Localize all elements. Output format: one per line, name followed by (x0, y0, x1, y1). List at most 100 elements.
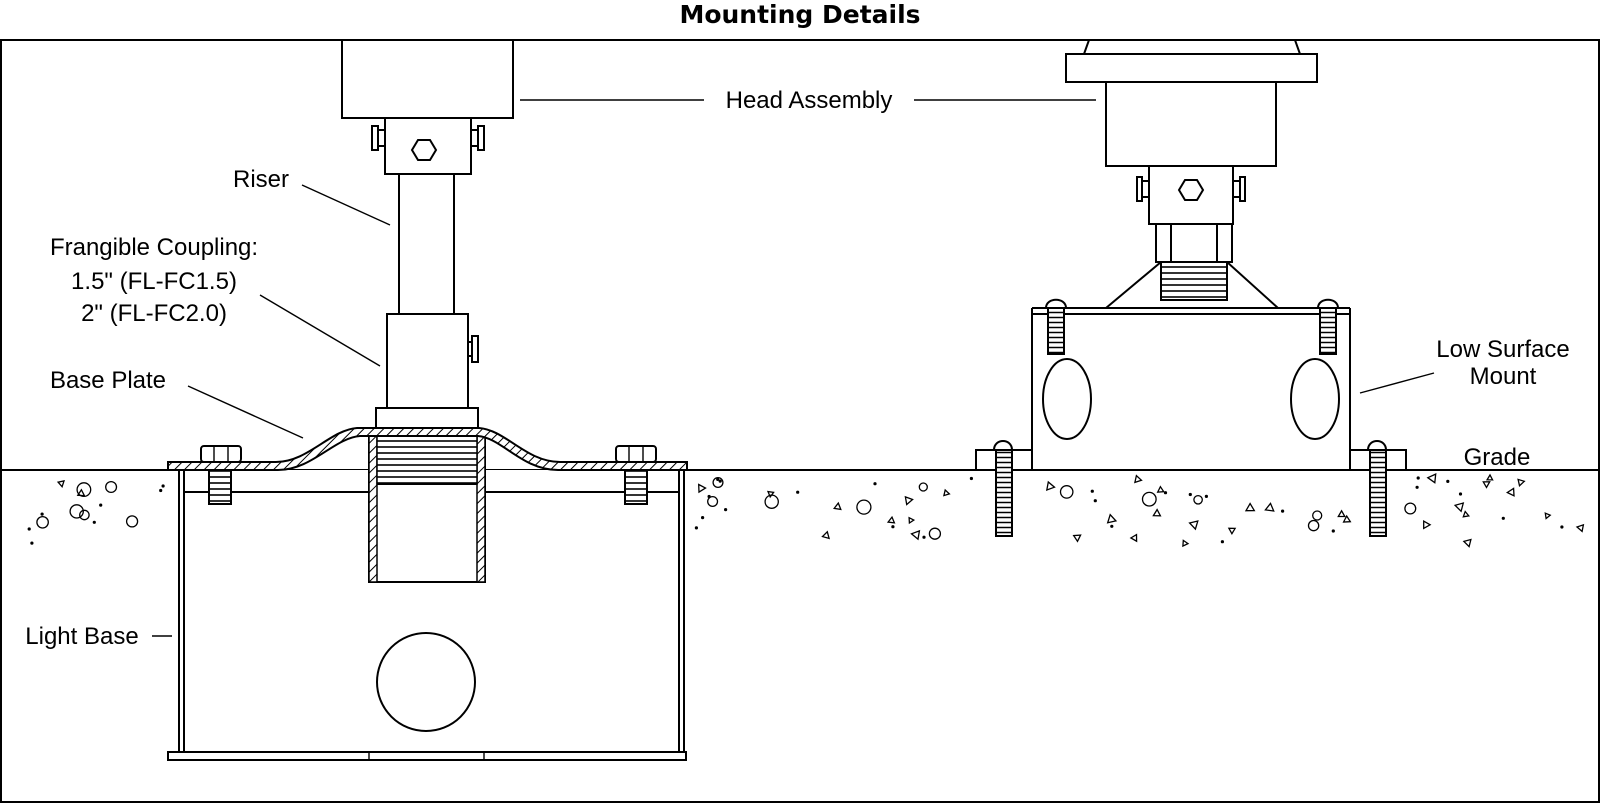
base-plate-bolt-right (615, 445, 657, 505)
frangible-coupling (386, 313, 479, 409)
label-head-assembly: Head Assembly (726, 87, 893, 114)
leader-lines (152, 99, 1435, 637)
aggregate-chip (1423, 519, 1432, 530)
mount-top-screw-right (1316, 298, 1340, 355)
base-plate (167, 427, 688, 471)
aggregate-grain (718, 479, 722, 483)
aggregate-grain (159, 488, 163, 493)
aggregate-grain (99, 503, 103, 507)
base-plate-bolt-left (200, 445, 242, 505)
aggregate-chip (1462, 510, 1471, 518)
label-low-surface-mount-1: Low Surface (1436, 336, 1569, 363)
aggregate-chip (1129, 533, 1138, 543)
label-low-surface-mount-2: Mount (1470, 363, 1537, 390)
aggregate-grain (969, 476, 974, 481)
aggregate-chip (821, 530, 831, 540)
aggregate-chip (910, 529, 921, 541)
aggregate-grain (30, 541, 34, 545)
aggregate-chip (76, 488, 86, 497)
head-assembly-right (1065, 39, 1318, 225)
aggregate-texture (27, 473, 1585, 548)
aggregate-chip (1482, 481, 1491, 489)
aggregate-pebble (712, 476, 724, 489)
label-grade: Grade (1464, 444, 1531, 471)
aggregate-chip (1045, 480, 1056, 492)
aggregate-grain (694, 526, 699, 530)
aggregate-pebble (105, 480, 118, 494)
label-coupling-option-1: 1.5" (FL-FC1.5) (71, 268, 237, 295)
aggregate-grain (1090, 489, 1094, 493)
aggregate-grain (724, 508, 728, 512)
label-coupling-option-2: 2" (FL-FC2.0) (81, 300, 227, 327)
mount-oval-left (1042, 358, 1092, 440)
label-riser: Riser (233, 166, 289, 193)
anchor-screw-right (1366, 440, 1388, 537)
aggregate-grain (1416, 476, 1420, 480)
aggregate-chip (943, 488, 951, 497)
coupling-collar (375, 407, 479, 429)
aggregate-grain (1093, 499, 1097, 503)
aggregate-pebble (764, 494, 779, 509)
aggregate-chip (1152, 508, 1162, 517)
head-assembly-left (341, 39, 514, 175)
aggregate-pebble (1307, 519, 1320, 532)
aggregate-chip (1134, 474, 1143, 484)
aggregate-pebble (928, 527, 942, 540)
aggregate-chip (904, 495, 914, 506)
aggregate-pebble (36, 515, 49, 529)
aggregate-grain (1560, 525, 1564, 529)
aggregate-chip (1072, 534, 1082, 543)
riser (398, 173, 455, 315)
aggregate-pebble (707, 495, 719, 508)
mount-top-screw-left (1044, 298, 1068, 355)
aggregate-grain (161, 484, 165, 488)
aggregate-grain (40, 512, 44, 516)
aggregate-grain (1204, 494, 1208, 498)
aggregate-chip (833, 501, 842, 511)
label-light-base: Light Base (25, 623, 138, 650)
aggregate-grain (1188, 492, 1192, 497)
aggregate-grain (1110, 524, 1114, 528)
aggregate-pebble (1059, 485, 1074, 499)
aggregate-grain (27, 527, 31, 531)
aggregate-grain (1458, 492, 1463, 496)
mount-oval-right (1290, 358, 1340, 440)
aggregate-chip (698, 483, 707, 494)
aggregate-pebble (1141, 491, 1157, 507)
aggregate-grain (92, 520, 96, 524)
aggregate-grain (891, 525, 895, 529)
aggregate-grain (1501, 516, 1505, 520)
aggregate-pebble (76, 482, 92, 498)
aggregate-chip (1426, 473, 1437, 484)
aggregate-chip (908, 516, 916, 525)
aggregate-grain (1446, 479, 1450, 483)
aggregate-grain (922, 535, 926, 539)
aggregate-pebble (79, 509, 90, 521)
aggregate-chip (56, 480, 65, 488)
aggregate-chip (1244, 502, 1256, 512)
aggregate-grain (796, 490, 800, 494)
aggregate-chip (1485, 473, 1494, 481)
aggregate-chip (1227, 527, 1237, 535)
aggregate-pebble (69, 504, 84, 519)
low-surface-mount-assembly (975, 39, 1407, 537)
threaded-stub (1160, 261, 1228, 301)
aggregate-chip (1337, 509, 1346, 518)
aggregate-pebble (1312, 510, 1323, 521)
aggregate-pebble (1193, 494, 1203, 505)
aggregate-chip (1575, 523, 1585, 533)
aggregate-chip (1156, 485, 1165, 493)
flush-light-assembly (167, 39, 688, 761)
aggregate-grain (1281, 509, 1285, 513)
diagram-title: Mounting Details (679, 0, 920, 29)
aggregate-grain (1415, 485, 1419, 489)
aggregate-chip (1264, 502, 1275, 512)
aggregate-pebble (125, 515, 139, 528)
aggregate-pebble (918, 482, 928, 492)
aggregate-chip (1517, 478, 1526, 487)
aggregate-chip (1182, 539, 1190, 548)
aggregate-chip (1106, 513, 1118, 524)
conduit-hole (376, 632, 476, 732)
anchor-screw-left (992, 440, 1014, 537)
